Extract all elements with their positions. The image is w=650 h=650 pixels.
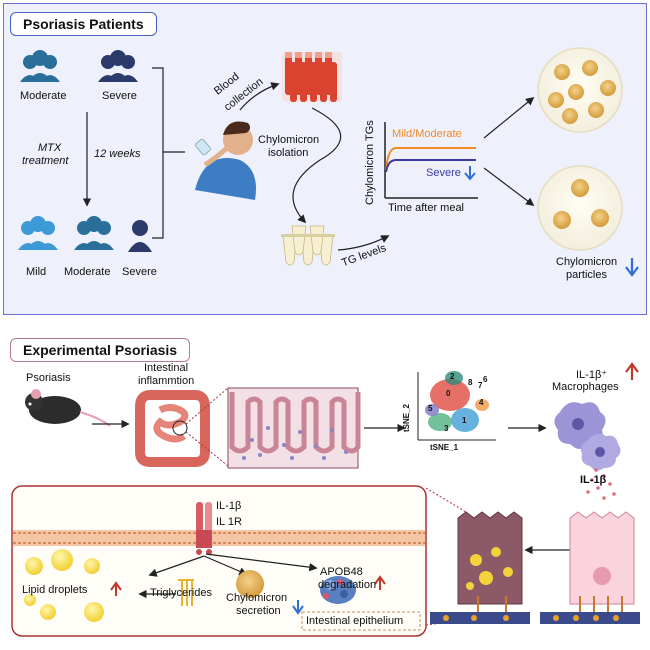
lymph-band xyxy=(430,612,530,624)
apob48-label-1: APOB48 xyxy=(320,566,363,578)
chylomicron-icon xyxy=(236,570,264,598)
to-lipid-droplets-arrow xyxy=(148,555,205,577)
tsne-cluster-label: 8 xyxy=(468,378,473,387)
tsne-cluster-label: 2 xyxy=(450,372,455,381)
tsne-y-label: tSNE_2 xyxy=(402,403,411,432)
to-severe-particles-arrow xyxy=(483,167,535,207)
graph-mild-moderate-label: Mild/Moderate xyxy=(392,128,462,140)
tsne-cluster xyxy=(430,379,470,411)
blood-collection-arrow xyxy=(239,82,280,111)
mild-particles-plate xyxy=(537,47,623,133)
group-bracket xyxy=(152,67,164,239)
panel-title-patients: Psoriasis Patients xyxy=(10,12,157,36)
treatment-label: treatment xyxy=(22,155,69,167)
intestinal-label: Intestinal xyxy=(144,362,189,374)
severe-line xyxy=(385,159,476,173)
mild-group-icon xyxy=(18,216,58,250)
blood-tubes-icon xyxy=(282,52,342,102)
il1b-label: IL-1β xyxy=(216,500,242,512)
il1b-secretion-dots xyxy=(586,468,616,500)
zoom-line xyxy=(185,387,229,425)
chylomicron-isolation-label-2: isolation xyxy=(268,147,309,159)
severe-label: Severe xyxy=(102,90,137,102)
sample-tubes-icon xyxy=(281,225,335,266)
severe-down-arrow-icon xyxy=(464,166,476,181)
tsne-cluster-label: 5 xyxy=(428,404,433,413)
mtx-label: MTX xyxy=(38,142,62,154)
il1r-label: IL 1R xyxy=(216,516,242,528)
triglycerides-label: Triglycerides xyxy=(150,587,212,599)
triglyceride-icon xyxy=(178,579,194,606)
moderate-group-icon xyxy=(20,50,60,82)
macrophage-label-2: Macrophages xyxy=(552,381,619,393)
moderate-after-label: Moderate xyxy=(64,266,111,278)
tsne-cluster xyxy=(451,408,479,432)
to-chylomicron-arrow xyxy=(203,555,248,576)
inflammation-label: inflammtion xyxy=(138,375,195,387)
intestinal-villi-tissue xyxy=(227,387,361,469)
tsne-cluster xyxy=(445,371,463,385)
lipid-droplets-label: Lipid droplets xyxy=(22,584,88,596)
healthy-enterocyte-cell xyxy=(569,511,635,612)
lipid-droplets-icon xyxy=(24,549,104,622)
graph-severe-label: Severe xyxy=(426,167,461,179)
mechanism-box xyxy=(11,485,427,637)
to-apob48-arrow xyxy=(205,553,318,572)
person-drinking-icon xyxy=(195,121,256,200)
tsne-cluster-label: 0 xyxy=(446,389,451,398)
apob48-protein-icon xyxy=(320,576,356,604)
chylomicron-secretion-label-2: secretion xyxy=(236,605,281,617)
moderate-label: Moderate xyxy=(20,90,67,102)
panel-title-experimental: Experimental Psoriasis xyxy=(10,338,191,362)
apob48-up-arrow-icon xyxy=(374,575,386,590)
chylomicron-isolation-label-1: Chylomicron xyxy=(258,134,320,146)
moderate-after-group-icon xyxy=(74,216,114,250)
graph-x-label: Time after meal xyxy=(388,202,465,214)
apob48-label-2: degradation xyxy=(318,579,377,591)
lipid-up-arrow-icon xyxy=(110,581,122,596)
tsne-cluster-label: 7 xyxy=(478,381,483,390)
severe-particles-plate xyxy=(537,165,623,251)
graph-y-label: Chylomicron TGs xyxy=(364,120,376,205)
zoom-line xyxy=(425,487,467,513)
to-mild-particles-arrow xyxy=(483,96,535,139)
tsne-cluster-label: 3 xyxy=(444,424,449,433)
mild-label: Mild xyxy=(26,266,47,278)
chylomicron-secretion-label-1: Chylomicron xyxy=(226,592,288,604)
mouse-icon xyxy=(25,389,111,427)
macrophage-up-arrow-icon xyxy=(625,362,639,380)
tsne-cluster-label: 1 xyxy=(462,416,467,425)
inflamed-enterocyte-cell xyxy=(457,511,523,612)
secreted-il1b-label: IL-1β xyxy=(580,474,607,486)
tg-levels-arrow xyxy=(337,235,390,251)
tsne-cluster xyxy=(425,404,439,416)
tsne-cluster xyxy=(428,413,452,431)
psoriasis-label: Psoriasis xyxy=(26,372,71,384)
mild-moderate-line xyxy=(385,147,476,171)
macrophage-icon xyxy=(554,402,621,471)
isolation-arrow xyxy=(292,107,342,224)
lymph-band xyxy=(540,612,640,624)
severe-after-label: Severe xyxy=(122,266,157,278)
particles-label-2: particles xyxy=(566,269,607,281)
il1r-receptor-icon xyxy=(196,502,212,555)
intestinal-epithelium-label: Intestinal epithelium xyxy=(306,615,404,627)
tg-graph xyxy=(384,122,478,199)
particles-label-1: Chylomicron xyxy=(556,256,618,268)
tsne-x-label: tSNE_1 xyxy=(430,443,459,452)
tsne-cluster-label: 4 xyxy=(479,398,484,407)
chylomicron-down-arrow-icon xyxy=(292,600,304,615)
particles-down-arrow-icon xyxy=(625,258,639,277)
macrophage-label-1: IL-1β⁺ xyxy=(576,369,608,381)
tsne-cluster-label: 6 xyxy=(483,375,488,384)
tsne-cluster xyxy=(475,399,489,411)
tsne-plot xyxy=(417,371,496,441)
severe-group-icon xyxy=(98,50,138,82)
severe-after-person-icon xyxy=(128,220,152,252)
zoom-line xyxy=(185,431,229,467)
epithelium-label-box xyxy=(301,611,421,631)
intestine-icon xyxy=(135,390,210,467)
duration-label: 12 weeks xyxy=(94,148,141,160)
